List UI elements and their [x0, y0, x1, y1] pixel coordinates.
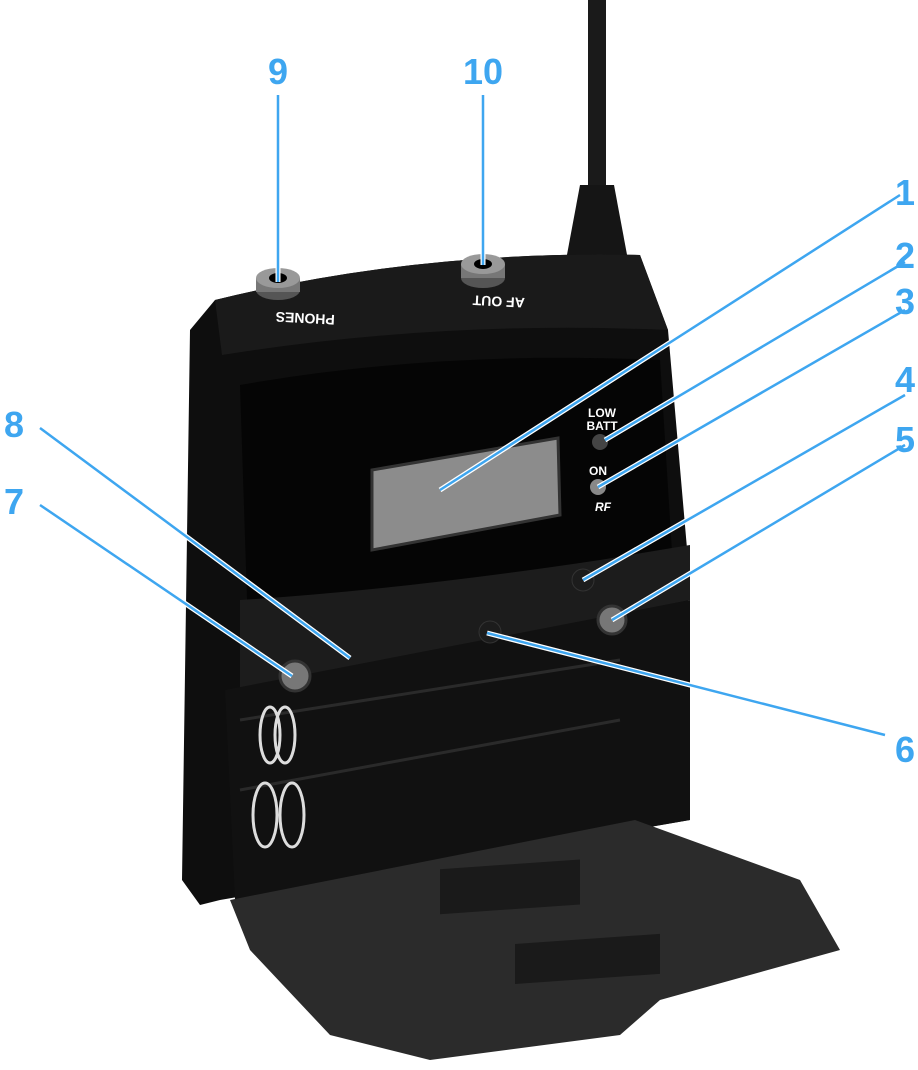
cover-rib	[515, 933, 660, 984]
phones-label: PHONES	[275, 309, 335, 328]
af-out-label: AF OUT	[472, 292, 525, 311]
callout-4: 4	[895, 359, 915, 400]
on-off-button[interactable]	[278, 659, 312, 693]
antenna-base	[566, 185, 628, 260]
rf-label: RF	[595, 500, 612, 514]
cover-rib	[440, 859, 580, 915]
callout-3: 3	[895, 281, 915, 322]
callout-2: 2	[895, 235, 915, 276]
callout-6: 6	[895, 729, 915, 770]
on-label: ON	[589, 464, 607, 478]
callout-9: 9	[268, 51, 288, 92]
low-label: LOW	[588, 406, 617, 420]
battery-springs	[251, 705, 306, 849]
leader-lines	[38, 95, 907, 738]
low-batt-led	[592, 434, 608, 450]
battery-cover	[230, 820, 840, 1060]
callout-10: 10	[463, 51, 503, 92]
display	[370, 436, 562, 552]
callout-7: 7	[4, 481, 24, 522]
receiver-body	[182, 254, 690, 905]
callout-1: 1	[895, 172, 915, 213]
callout-8: 8	[4, 404, 24, 445]
callout-5: 5	[895, 419, 915, 460]
batt-label: BATT	[586, 419, 618, 433]
antenna-cable	[588, 0, 606, 185]
